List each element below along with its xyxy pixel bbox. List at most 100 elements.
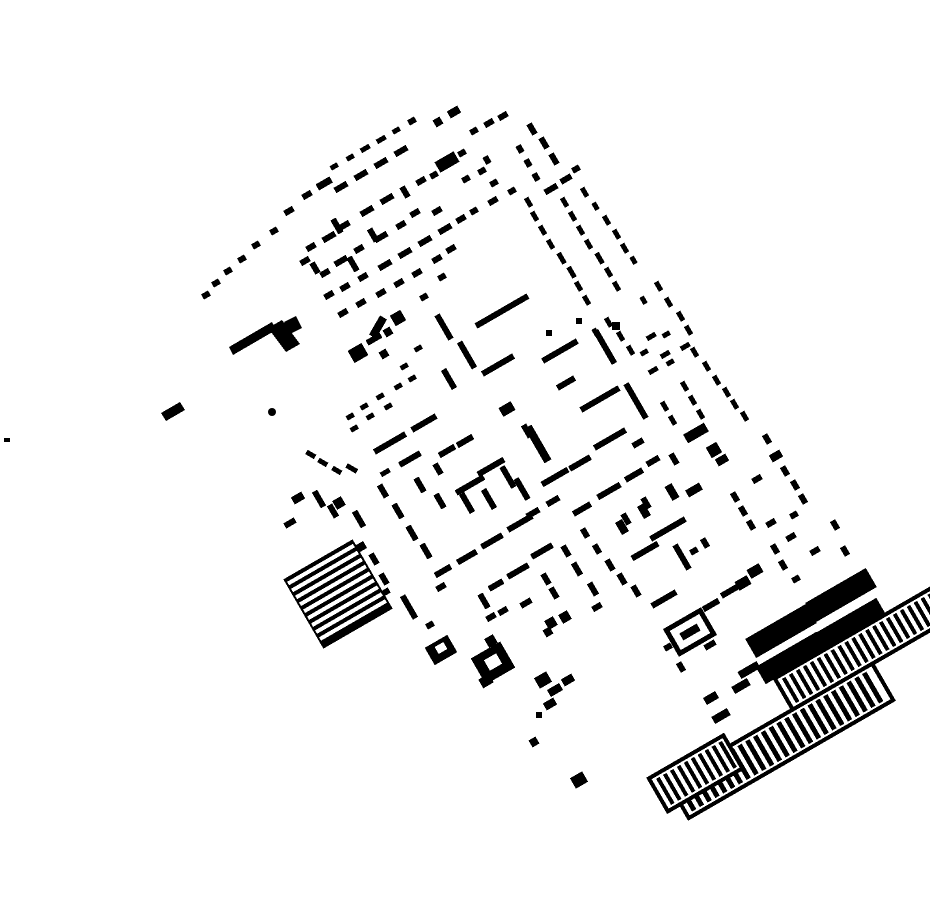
building [630,540,660,562]
building [768,725,790,758]
building [601,214,612,226]
building [497,605,509,617]
building [357,271,369,283]
building [555,375,577,391]
building [359,143,371,154]
building [359,402,369,411]
building [432,462,444,476]
building [878,620,897,648]
building [399,594,419,620]
building [397,246,413,260]
building [455,213,467,225]
building [515,144,525,154]
building [548,586,560,600]
building [355,297,367,309]
building [333,180,349,194]
building [789,479,801,491]
building [829,519,841,531]
building [837,644,855,672]
building [629,255,638,265]
building [631,437,645,449]
building [317,457,329,468]
building [745,739,767,772]
building [365,332,383,346]
building [415,175,427,187]
building [579,186,590,198]
building-group-northeast [515,122,750,426]
building [538,136,550,150]
building-group-north [201,105,517,319]
building [669,768,689,797]
building [337,307,349,319]
building [506,562,530,580]
building [309,261,321,275]
building [440,367,458,391]
building [559,173,573,185]
building [699,537,711,549]
building [667,414,678,426]
building [603,266,614,278]
building [729,398,740,410]
building [795,668,814,696]
building [435,581,447,593]
building-group-southwest [283,449,447,630]
building [432,116,444,128]
building-group-east [689,433,851,613]
building [437,272,447,282]
building [513,477,531,501]
building [369,315,387,339]
building [640,496,652,510]
building [815,698,837,731]
building [455,433,475,449]
building [661,330,671,339]
building [542,626,554,638]
building [604,558,616,572]
building [737,743,759,776]
building [823,652,842,680]
building [791,574,801,584]
building [484,634,498,648]
building [454,474,486,496]
building [359,204,375,218]
building [548,152,560,166]
building [301,189,313,201]
building [612,322,620,330]
building [391,126,401,135]
building [269,226,279,236]
building [311,585,379,627]
building [616,572,628,586]
building [437,222,453,236]
building [323,289,335,301]
building [339,281,351,293]
building [546,330,552,336]
building [413,344,423,353]
building [379,192,395,206]
building [489,178,499,188]
building [372,431,408,455]
building [570,561,584,577]
building [395,219,407,231]
building [653,280,664,292]
building [311,489,327,509]
building [647,365,659,376]
building [542,697,558,711]
building [685,482,703,498]
building [649,516,687,542]
building [560,544,572,558]
building [789,510,799,520]
building [620,512,632,526]
building [568,454,592,472]
building [375,287,387,299]
building [714,453,730,467]
building [376,483,390,499]
building [478,673,494,689]
building [583,238,594,250]
building [802,664,821,692]
building [477,166,487,176]
building [668,452,680,466]
building [434,642,448,654]
building [389,309,407,327]
building [791,712,814,745]
building [745,603,817,659]
building [315,592,383,634]
